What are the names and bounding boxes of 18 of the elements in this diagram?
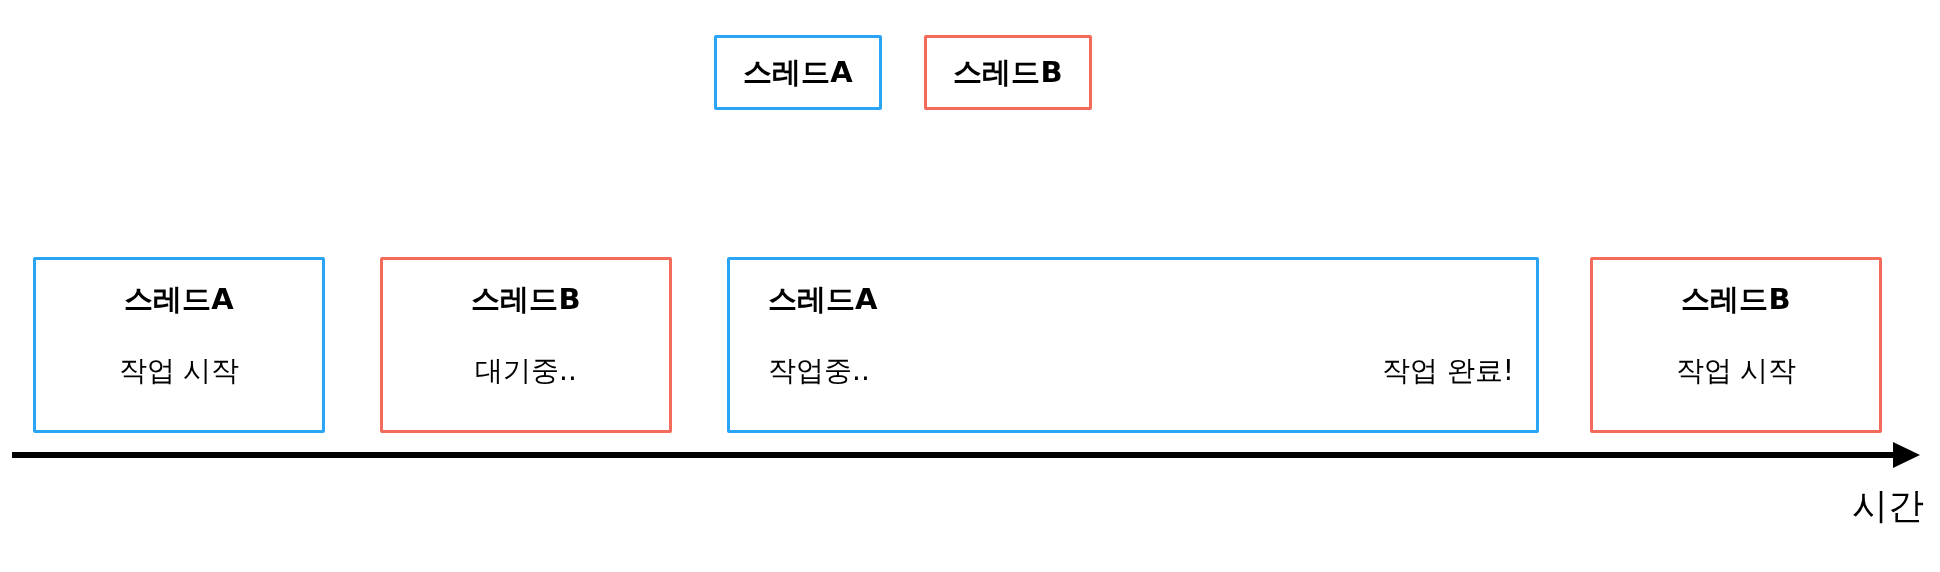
- thread-name: 스레드B: [953, 53, 1063, 91]
- thread-box: [727, 257, 1539, 433]
- status-text: 대기중..: [475, 353, 577, 389]
- status-text: 작업 시작: [118, 353, 240, 389]
- thread-box: [714, 35, 882, 110]
- thread-box: [33, 257, 325, 433]
- thread-name: 스레드A: [743, 53, 853, 91]
- thread-box: [1590, 257, 1882, 433]
- thread-name: 스레드B: [471, 281, 581, 318]
- thread-name: 스레드A: [768, 281, 878, 318]
- status-text: 작업 시작: [1675, 353, 1797, 389]
- axis-label: 시간: [1852, 484, 1924, 528]
- thread-box: [924, 35, 1092, 110]
- thread-name: 스레드B: [1681, 281, 1791, 318]
- status-text: 작업 완료!: [1381, 353, 1514, 389]
- thread-box: [380, 257, 672, 433]
- thread-name: 스레드A: [124, 281, 234, 318]
- status-text: 작업중..: [768, 353, 870, 389]
